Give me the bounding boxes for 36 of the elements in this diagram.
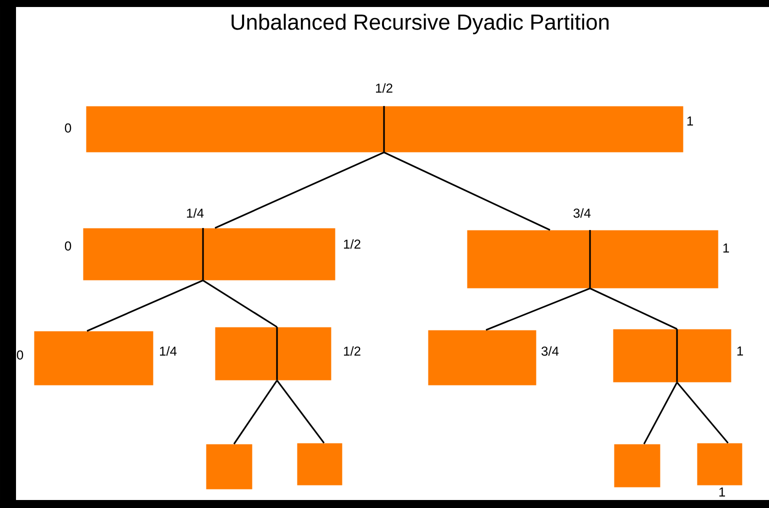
tick-label: 1/4: [187, 208, 204, 218]
tick-label: 3/4: [574, 208, 591, 218]
connector-line: [233, 380, 278, 444]
tick-label: 1: [723, 244, 729, 252]
interval-bar: [428, 330, 536, 386]
interval-bar: [215, 327, 332, 380]
tick-label: 1/4: [160, 346, 177, 356]
tick-label: 1: [687, 116, 693, 126]
interval-bar: [86, 106, 684, 152]
tick-label: 1/2: [376, 83, 392, 93]
interval-bar: [613, 329, 732, 382]
connector-line: [86, 280, 204, 332]
tick-label: 1: [719, 488, 725, 496]
interval-bar: [34, 331, 154, 386]
title: Unbalanced Recursive Dyadic Partition: [232, 14, 609, 34]
interval-bar: [83, 228, 336, 280]
interval-bar: [467, 230, 718, 288]
interval-bar: [697, 443, 742, 486]
tick-label: 0: [64, 241, 72, 251]
connector-line: [214, 152, 384, 229]
tick-label: 3/4: [542, 346, 559, 356]
interval-bar: [206, 444, 252, 490]
connector-line: [676, 382, 729, 444]
connector-line: [276, 380, 325, 444]
tick-label: 1: [737, 346, 743, 356]
tick-label: 0: [16, 350, 24, 360]
interval-bar: [614, 444, 660, 488]
connector-line: [384, 152, 550, 231]
connector-line: [486, 288, 590, 331]
tick-label: 0: [64, 123, 72, 133]
connector-line: [202, 280, 278, 328]
tick-label: 1/2: [344, 346, 360, 356]
interval-bar: [297, 443, 342, 486]
connector-line: [590, 288, 678, 330]
connector-line: [643, 382, 678, 444]
tick-label: 1/2: [344, 239, 360, 249]
